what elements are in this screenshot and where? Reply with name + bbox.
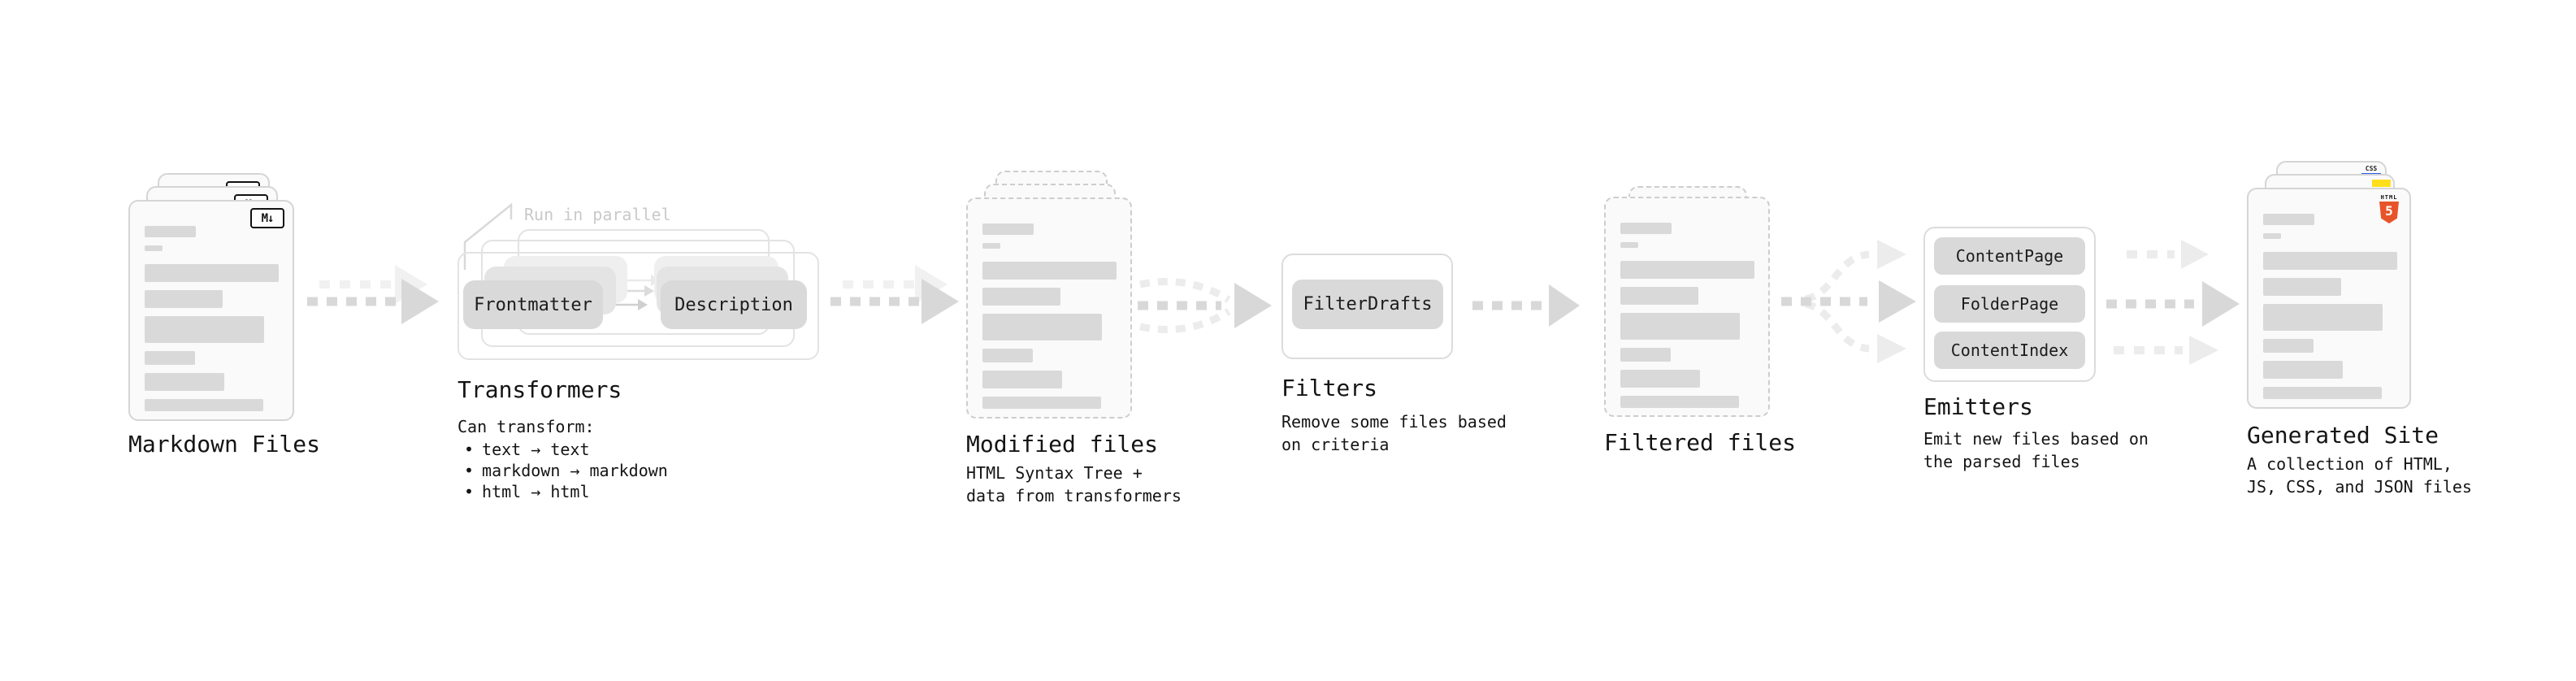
capability-text: html → html	[482, 482, 590, 501]
placeholder-bar	[1620, 370, 1700, 388]
placeholder-bar	[1620, 242, 1638, 248]
document-content-placeholder	[145, 226, 279, 411]
bullet-marker: •	[464, 440, 475, 459]
placeholder-bar	[145, 264, 279, 282]
placeholder-bar	[982, 371, 1062, 388]
generated-site-stack: CSS HTML 5	[2247, 161, 2411, 409]
document-content-placeholder	[1620, 223, 1754, 408]
html5-number: 5	[2385, 203, 2393, 219]
placeholder-bar	[1620, 313, 1740, 340]
document-card	[966, 197, 1132, 419]
bullet-marker: •	[464, 461, 475, 480]
stage-label-markdown-files: Markdown Files	[128, 431, 321, 458]
transformers-capabilities: Can transform: • text → text • markdown → …	[458, 416, 668, 502]
capabilities-title: Can transform:	[458, 417, 595, 436]
placeholder-bar	[145, 351, 195, 365]
emitter-box-contentpage: ContentPage	[1934, 237, 2085, 275]
arrow-modified-to-filters	[1138, 277, 1272, 334]
stage-label-modified-files: Modified files	[966, 431, 1159, 458]
placeholder-bar	[982, 262, 1117, 280]
capability-text: text → text	[482, 440, 590, 459]
capability-item: • html → html	[458, 481, 668, 502]
document-card: HTML 5	[2247, 188, 2411, 409]
markdown-files-stack: M↓ M↓ M↓	[128, 173, 294, 421]
stage-description: HTML Syntax Tree + data from transformer…	[966, 463, 1182, 505]
capability-item: • markdown → markdown	[458, 460, 668, 481]
stage-label-filters: Filters	[1281, 375, 1378, 401]
modified-files-stack	[966, 171, 1132, 419]
markdown-icon: M↓	[250, 208, 284, 228]
placeholder-bar	[982, 349, 1033, 362]
placeholder-bar	[2263, 387, 2382, 399]
placeholder-bar	[2263, 252, 2397, 270]
stage-description: Remove some files based on criteria	[1281, 412, 1507, 454]
placeholder-bar	[1620, 223, 1672, 234]
arrow-filtered-to-emitters	[1781, 240, 1916, 363]
placeholder-bar	[982, 397, 1101, 409]
emitter-box-contentindex: ContentIndex	[1934, 332, 2085, 369]
document-content-placeholder	[982, 223, 1117, 409]
arrow-filters-to-filtered	[1472, 284, 1580, 327]
placeholder-bar	[145, 245, 163, 251]
stage-description: A collection of HTML, JS, CSS, and JSON …	[2247, 454, 2472, 497]
stage-label-emitters: Emitters	[1923, 393, 2033, 420]
placeholder-bar	[982, 288, 1060, 306]
run-in-parallel-annotation: Run in parallel	[524, 205, 671, 224]
transformer-box-description: Description	[661, 280, 807, 329]
html5-word: HTML	[2380, 194, 2398, 201]
stage-description: Emit new files based on the parsed files	[1923, 429, 2149, 471]
placeholder-bar	[2263, 278, 2341, 296]
placeholder-bar	[145, 226, 196, 237]
stage-label-filtered-files: Filtered files	[1604, 429, 1797, 456]
placeholder-bar	[2263, 339, 2314, 353]
placeholder-bar	[145, 373, 224, 391]
html5-icon: HTML 5	[2379, 194, 2400, 223]
capability-text: markdown → markdown	[482, 461, 668, 480]
placeholder-bar	[2263, 233, 2281, 239]
placeholder-bar	[2263, 304, 2383, 331]
placeholder-bar	[982, 243, 1000, 249]
js-file-icon	[2372, 180, 2391, 187]
document-card: M↓	[128, 200, 294, 421]
placeholder-bar	[145, 399, 263, 411]
arrow-markdown-to-transformers	[307, 265, 439, 324]
transformer-box-frontmatter: Frontmatter	[463, 280, 603, 329]
placeholder-bar	[982, 314, 1102, 340]
placeholder-bar	[1620, 261, 1754, 279]
stage-label-transformers: Transformers	[458, 376, 622, 403]
css-label: CSS	[2365, 165, 2378, 172]
placeholder-bar	[1620, 348, 1671, 362]
placeholder-bar	[1620, 287, 1698, 305]
arrow-transformers-to-modified	[830, 265, 959, 324]
placeholder-bar	[1620, 396, 1739, 408]
capability-item: • text → text	[458, 439, 668, 460]
placeholder-bar	[145, 316, 264, 343]
bullet-marker: •	[464, 482, 475, 501]
filtered-files-stack	[1604, 186, 1770, 417]
stage-label-generated-site: Generated Site	[2247, 422, 2439, 449]
transformer-run-frame	[458, 252, 819, 360]
placeholder-bar	[2263, 214, 2314, 225]
placeholder-bar	[2263, 361, 2343, 379]
placeholder-bar	[982, 223, 1034, 235]
placeholder-bar	[145, 290, 223, 308]
filter-box-filterdrafts: FilterDrafts	[1292, 280, 1443, 329]
document-card	[1604, 197, 1770, 417]
document-content-placeholder	[2263, 214, 2397, 399]
arrow-emitters-to-generated	[2106, 240, 2240, 365]
emitter-box-folderpage: FolderPage	[1934, 285, 2085, 323]
